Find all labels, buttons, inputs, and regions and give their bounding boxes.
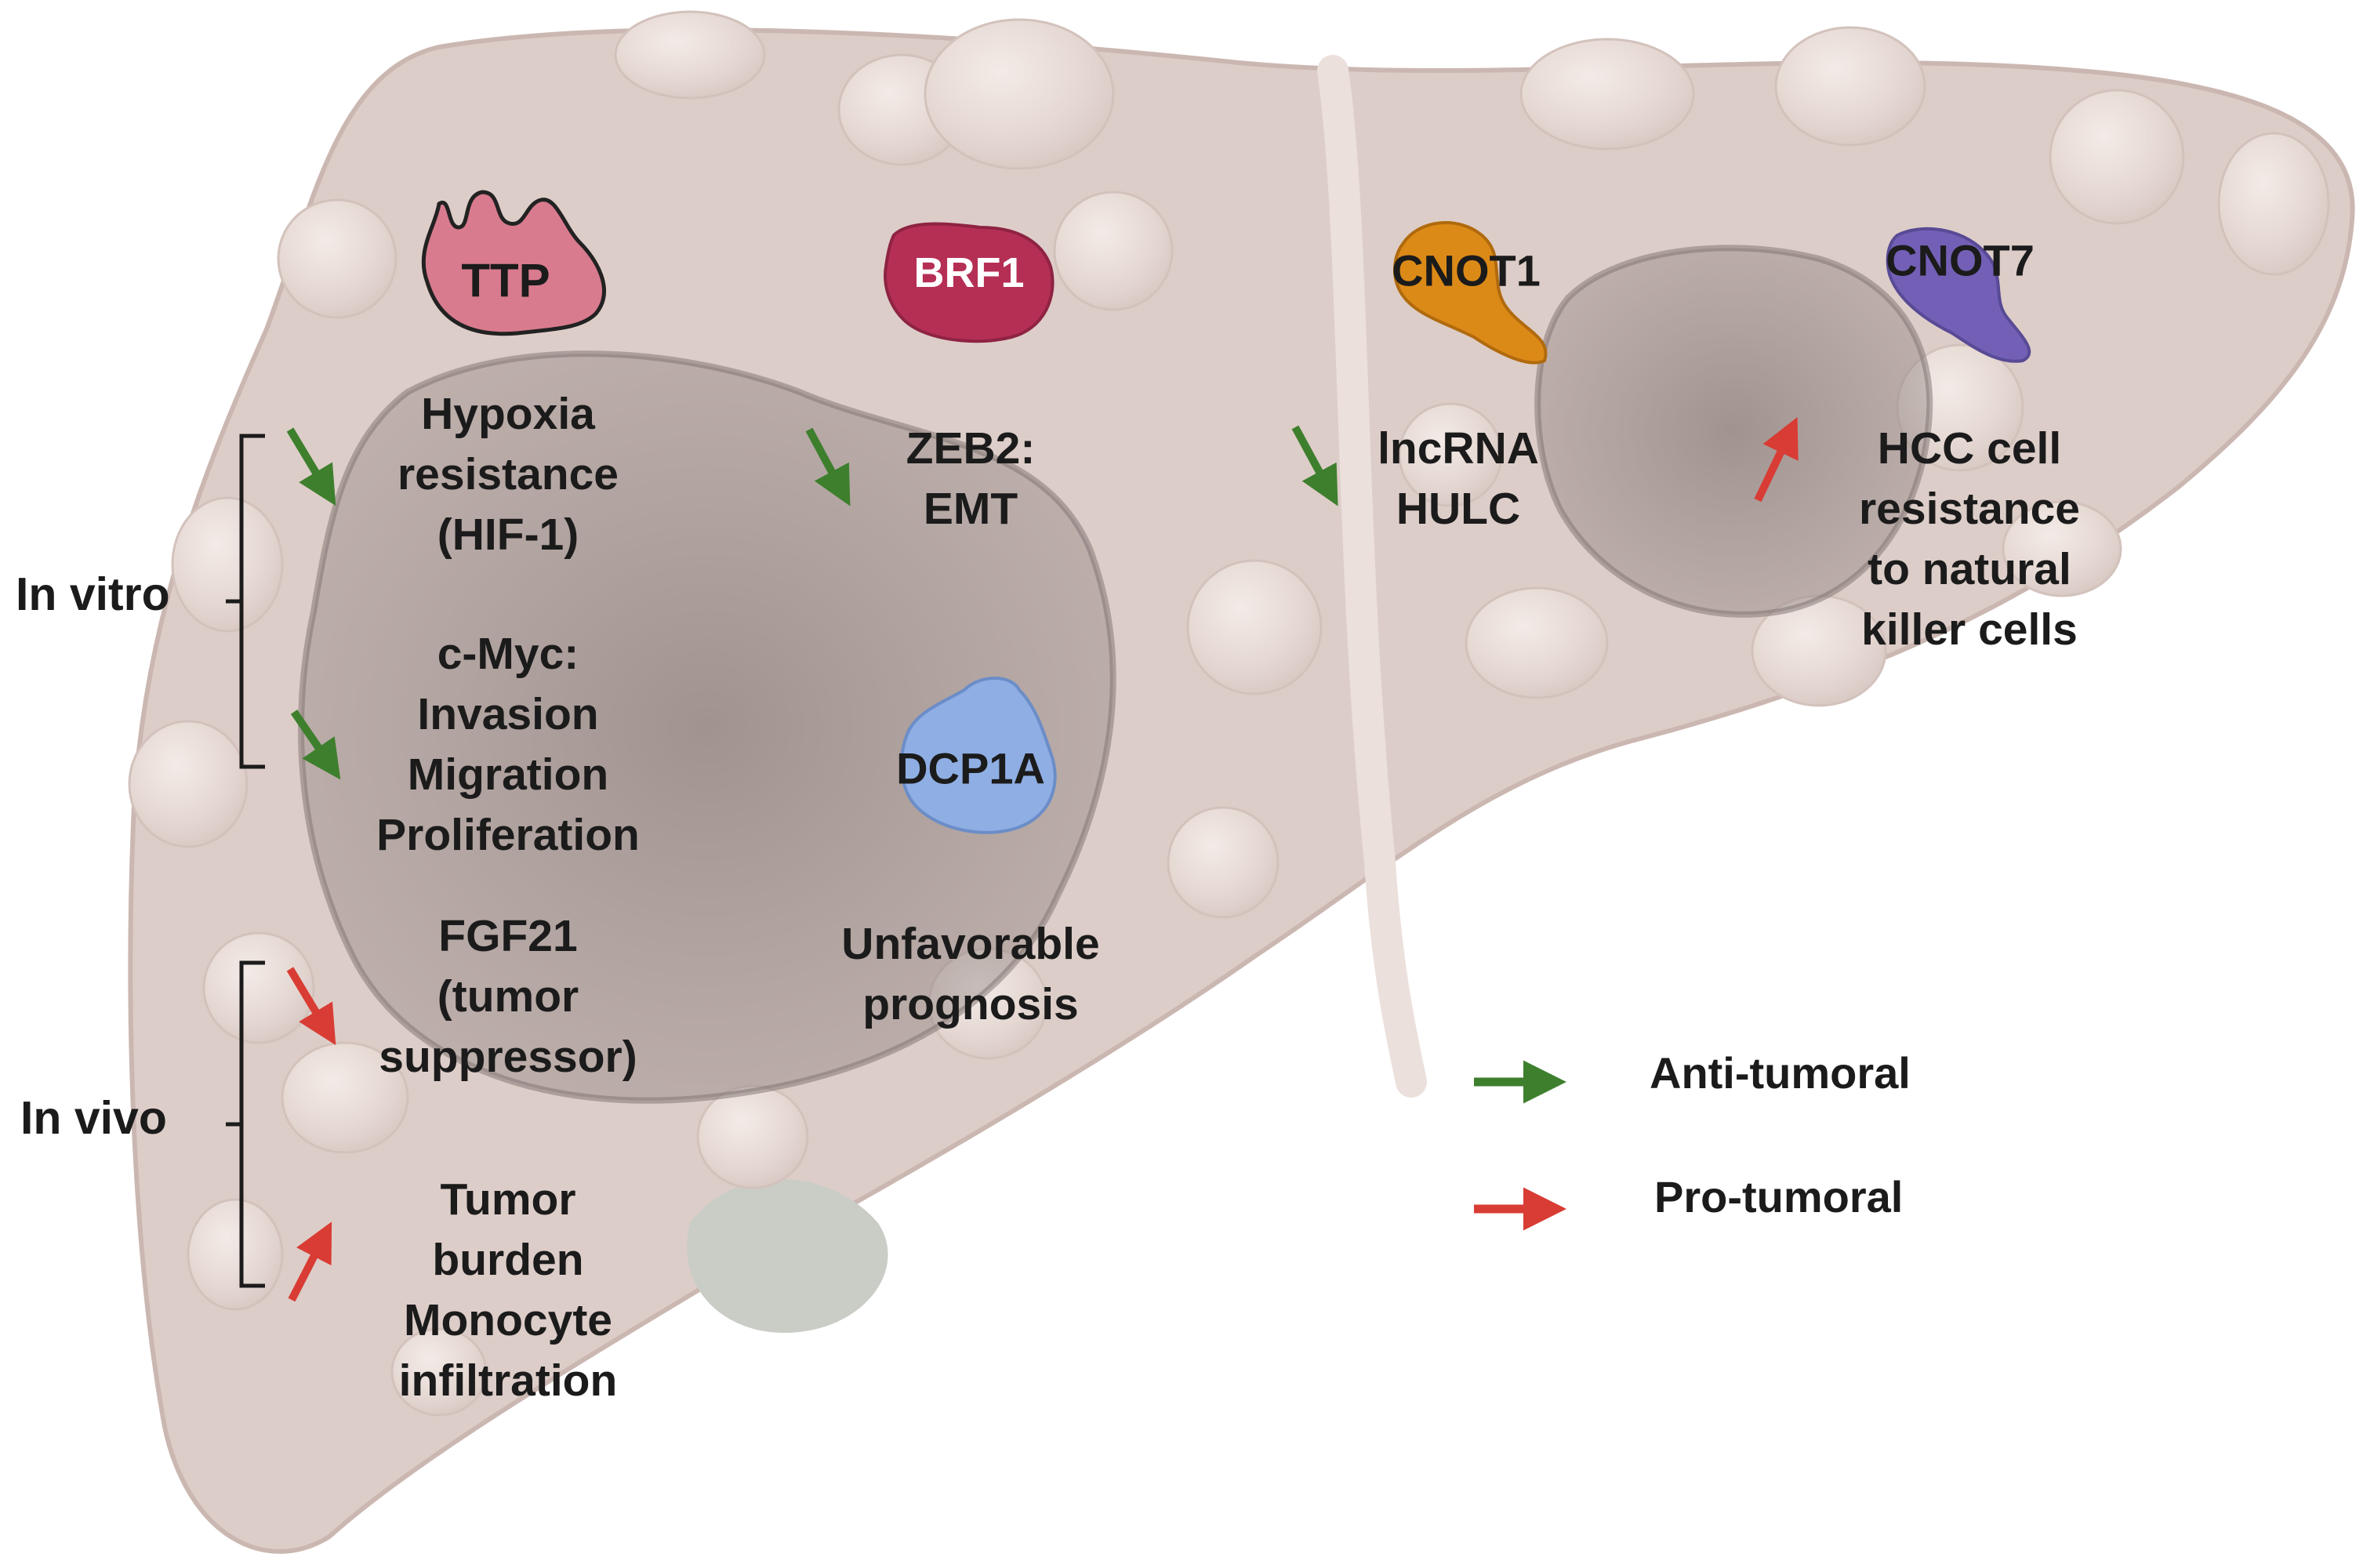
in-vitro-bracket — [226, 434, 265, 769]
brf1-protein — [884, 222, 1055, 343]
legend-anti-tumoral: Anti-tumoral — [1650, 1048, 1911, 1098]
hypoxia-arrow — [286, 427, 336, 506]
cnot7-protein — [1886, 227, 2031, 363]
tumor-right — [1534, 245, 1933, 618]
lncrna-arrow — [1291, 425, 1338, 506]
fgf21-arrow — [286, 967, 336, 1046]
nk-resistance-arrow — [1754, 416, 1799, 503]
ttp-label: TTP — [461, 254, 550, 307]
dcp1a-label: DCP1A — [896, 743, 1045, 793]
in-vivo-label: In vivo — [20, 1092, 167, 1144]
cnot7-label: CNOT7 — [1886, 235, 2035, 285]
tumor-burden-arrow — [288, 1221, 332, 1302]
cmyc-arrow — [290, 710, 341, 780]
ttp-protein — [421, 190, 606, 336]
in-vivo-bracket — [226, 960, 265, 1288]
legend-pro-tumoral: Pro-tumoral — [1654, 1172, 1904, 1221]
zeb2-emt-label: ZEB2:EMT — [906, 423, 1036, 534]
dcp1a-protein — [899, 677, 1057, 834]
zeb2-arrow — [805, 427, 851, 506]
liver-nodules — [128, 10, 2330, 1417]
in-vitro-label: In vitro — [16, 568, 170, 620]
lobe-fissure — [1317, 55, 1427, 1098]
cnot1-label: CNOT1 — [1392, 245, 1541, 296]
cnot1-protein — [1393, 221, 1548, 365]
gallbladder — [687, 1178, 888, 1333]
brf1-label: BRF1 — [913, 249, 1025, 296]
